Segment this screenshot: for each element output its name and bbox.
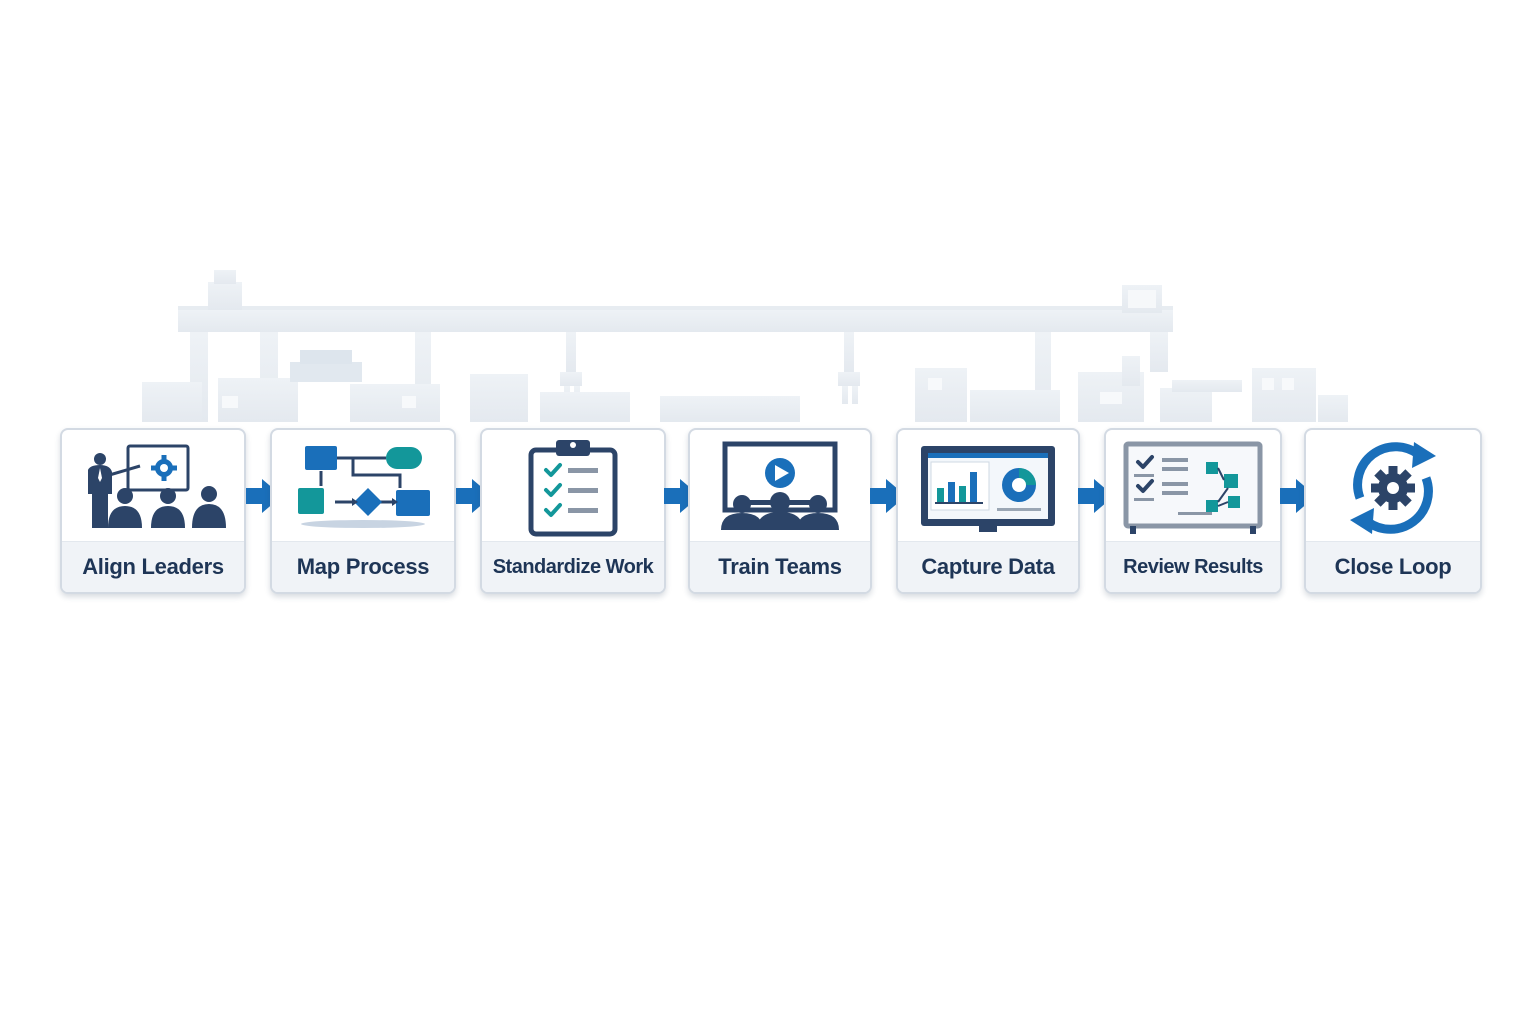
video-training-icon (721, 441, 839, 530)
flow-arrow-icon (456, 479, 492, 513)
step-label: Map Process (272, 541, 454, 592)
step-label: Close Loop (1306, 541, 1480, 592)
flow-arrow-icon (870, 479, 906, 513)
flow-arrow-icon (664, 479, 700, 513)
step-label: Capture Data (898, 541, 1078, 592)
clipboard-checklist-icon (528, 440, 618, 537)
step-label: Standardize Work (482, 541, 664, 592)
flowchart-icon (298, 446, 430, 528)
cycle-gear-icon (1350, 442, 1436, 534)
presenter-team-icon (88, 444, 226, 528)
step-card-standardize-work: Standardize Work (480, 428, 666, 594)
review-board-icon (1123, 441, 1263, 534)
step-card-close-loop: Close Loop (1304, 428, 1482, 594)
step-card-review-results: Review Results (1104, 428, 1282, 594)
flow-arrow-icon (1280, 479, 1316, 513)
step-label: Train Teams (690, 541, 870, 592)
step-card-train-teams: Train Teams (688, 428, 872, 594)
step-label: Align Leaders (62, 541, 244, 592)
flow-arrow-icon (1078, 479, 1114, 513)
step-card-map-process: Map Process (270, 428, 456, 594)
step-card-capture-data: Capture Data (896, 428, 1080, 594)
analytics-monitor-icon (921, 446, 1055, 532)
flow-arrow-icon (246, 479, 282, 513)
step-label: Review Results (1106, 541, 1280, 592)
step-card-align-leaders: Align Leaders (60, 428, 246, 594)
